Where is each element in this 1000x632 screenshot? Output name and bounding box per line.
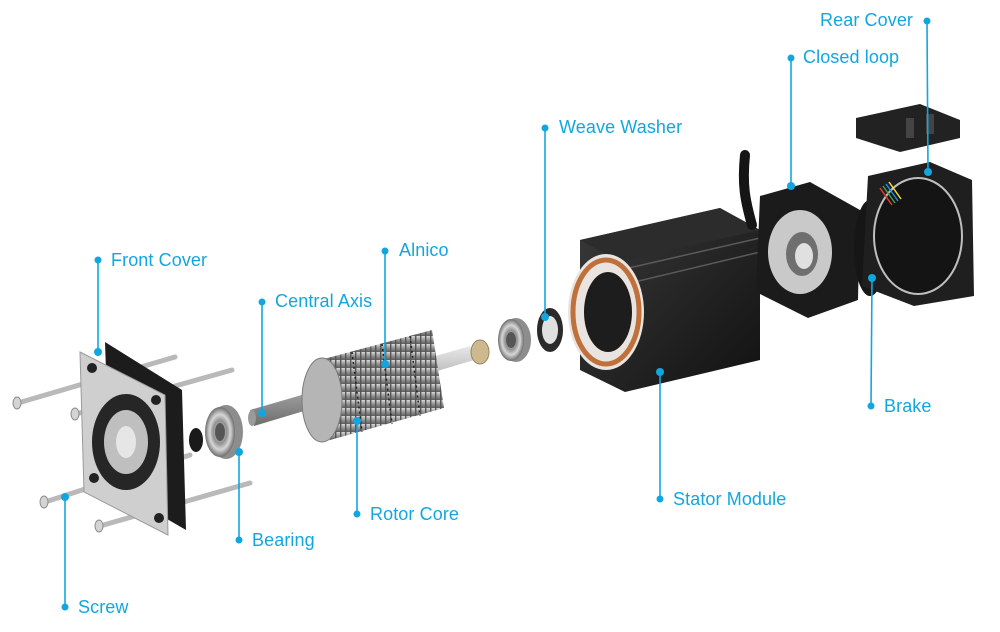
callout-stator-module: Stator Module <box>673 489 787 509</box>
closed-loop-part <box>756 182 860 318</box>
anchor-dot-rear-cover <box>924 168 932 176</box>
stator-part <box>568 208 761 392</box>
leader-line-rear-cover <box>926 20 929 173</box>
callout-central-axis: Central Axis <box>275 291 373 311</box>
anchor-dot-rotor-core <box>353 417 361 425</box>
callout-brake: Brake <box>884 396 932 416</box>
label-dot-rotor-core <box>353 510 361 518</box>
label-dot-weave-washer <box>541 124 549 132</box>
anchor-dot-weave-washer <box>541 313 549 321</box>
rear-cover-part <box>856 104 974 306</box>
anchor-dot-brake <box>868 274 876 282</box>
label-dot-stator-module <box>656 495 664 503</box>
label-dot-rear-cover <box>923 17 931 25</box>
anchor-dot-alnico <box>381 360 389 368</box>
label-dot-central-axis <box>258 298 266 306</box>
callout-closed-loop: Closed loop <box>803 47 900 67</box>
callout-front-cover: Front Cover <box>111 250 208 270</box>
anchor-dot-front-cover <box>94 348 102 356</box>
label-dot-brake <box>867 402 875 410</box>
label-dot-bearing <box>235 536 243 544</box>
label-dot-alnico <box>381 247 389 255</box>
anchor-dot-screw <box>61 493 69 501</box>
anchor-dot-closed-loop <box>787 182 795 190</box>
front-cover-part <box>79 342 186 536</box>
callout-rear-cover: Rear Cover <box>820 10 914 30</box>
anchor-dot-central-axis <box>258 409 266 417</box>
label-dot-front-cover <box>94 256 102 264</box>
callout-alnico: Alnico <box>399 240 449 260</box>
front-bearing-part <box>205 405 243 459</box>
rotor-part <box>301 330 444 443</box>
label-dot-closed-loop <box>787 54 795 62</box>
leader-line-brake <box>870 277 873 407</box>
callout-screw: Screw <box>78 597 129 617</box>
anchor-dot-stator-module <box>656 368 664 376</box>
label-dot-screw <box>61 603 69 611</box>
callout-bearing: Bearing <box>252 530 315 550</box>
callout-rotor-core: Rotor Core <box>370 504 460 524</box>
anchor-dot-bearing <box>235 448 243 456</box>
rear-bearing-part <box>498 318 531 362</box>
callout-weave-washer: Weave Washer <box>559 117 683 137</box>
